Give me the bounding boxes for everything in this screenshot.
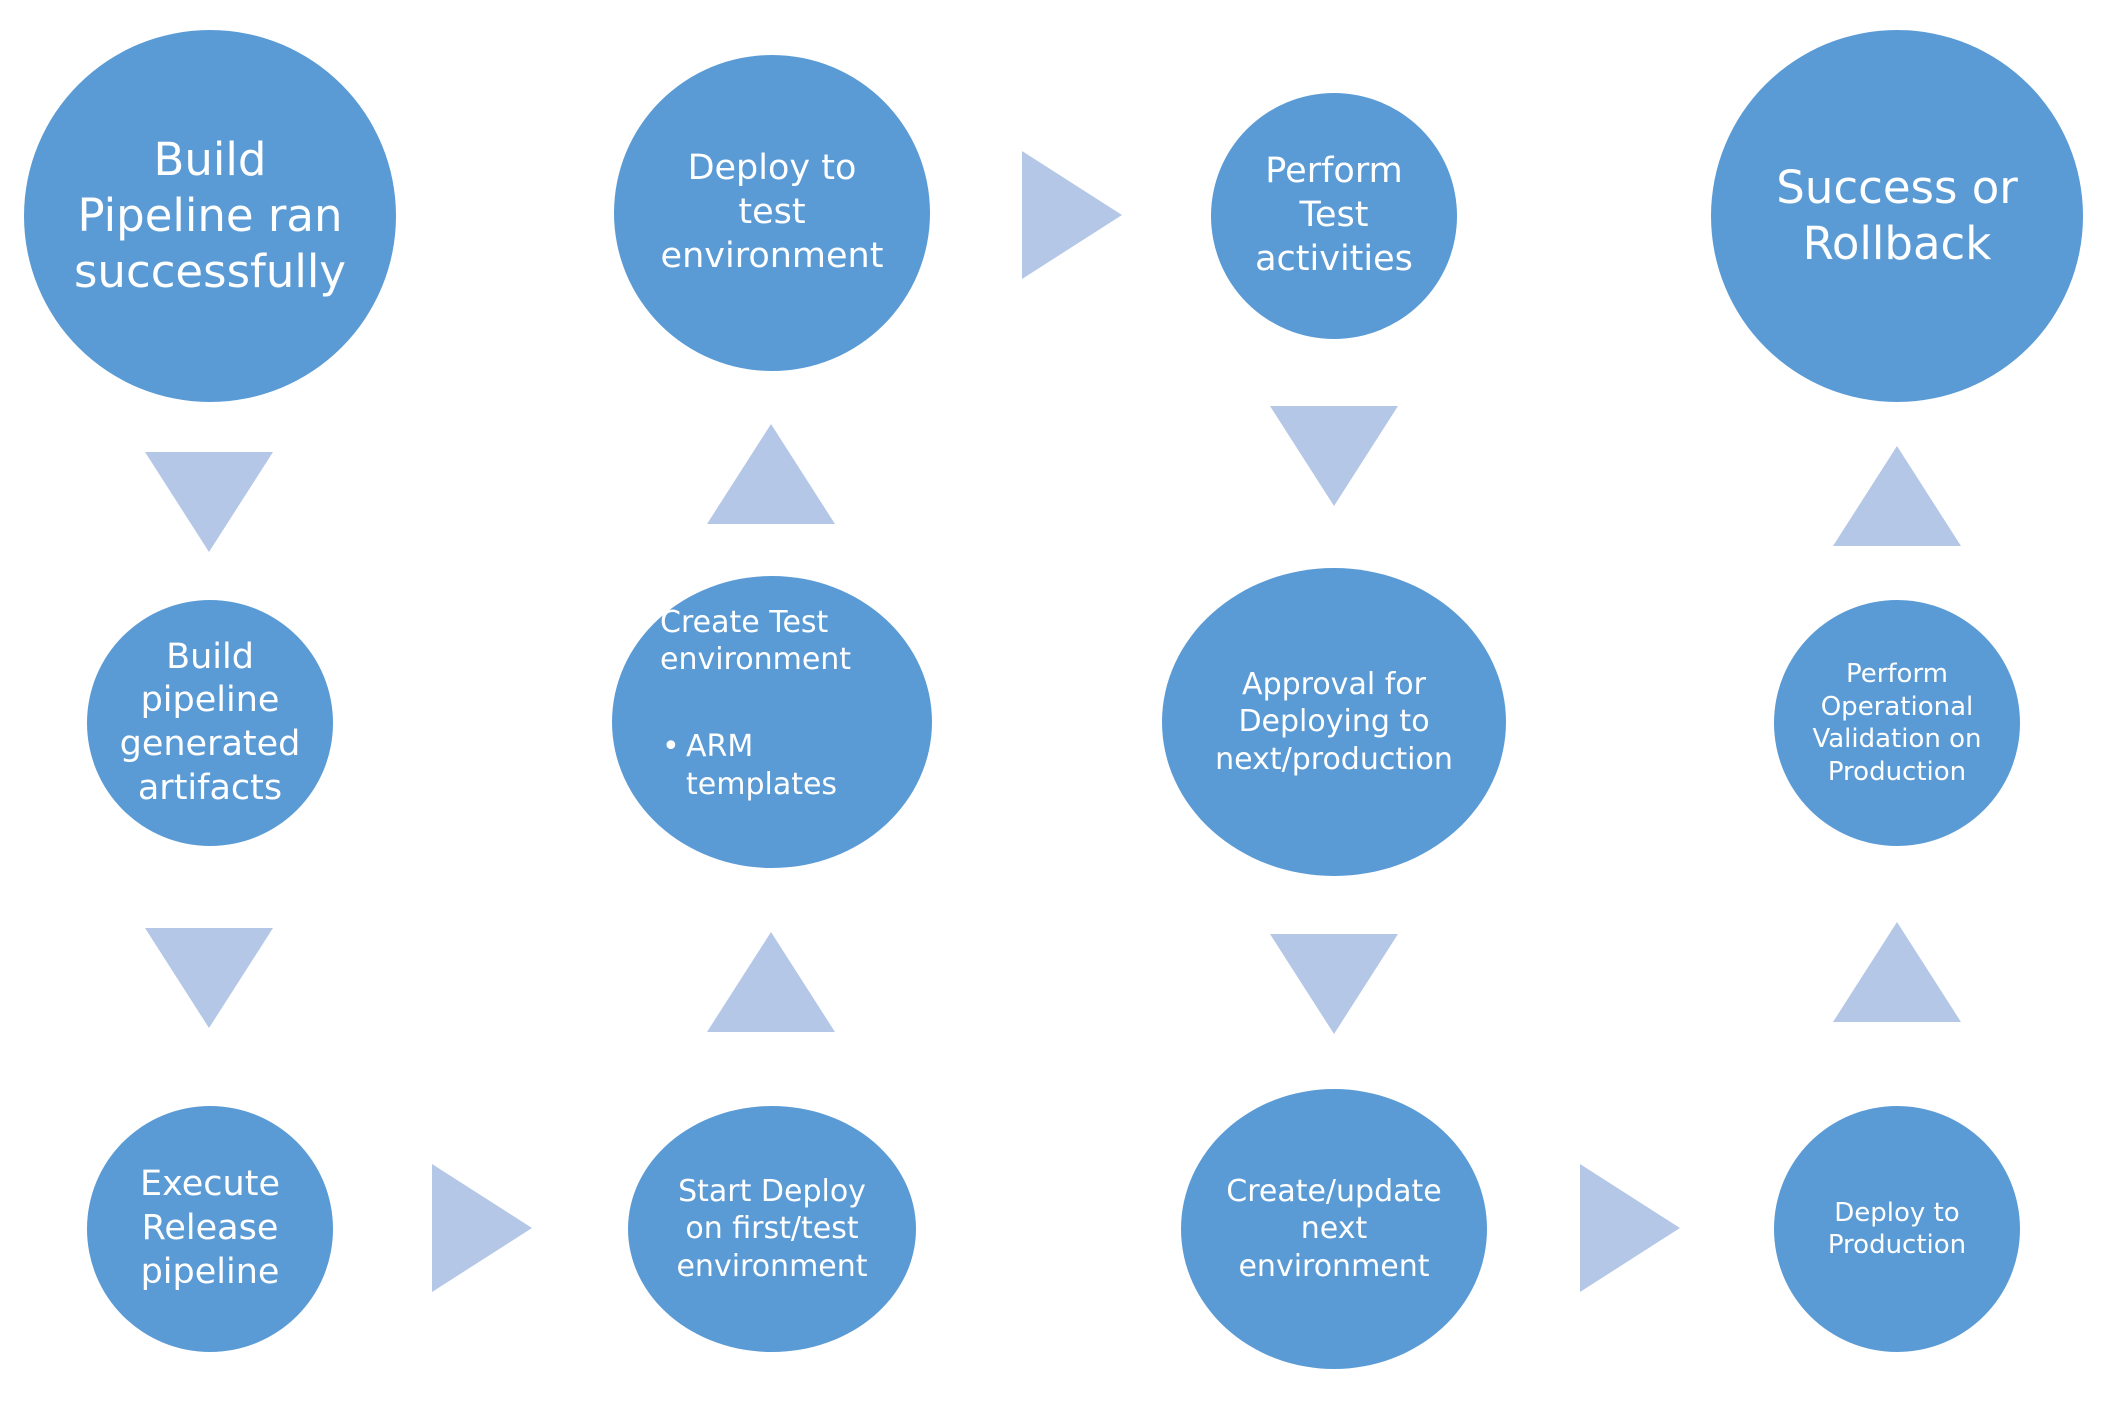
arrow-right-2	[1022, 151, 1122, 279]
node-deploy-production: Deploy to Production	[1774, 1106, 2020, 1352]
arrow-down-4	[1270, 934, 1398, 1034]
arrow-up-3	[1833, 922, 1961, 1022]
node-approval: Approval for Deploying to next/productio…	[1162, 568, 1506, 876]
node-deploy-test-env: Deploy to test environment	[614, 55, 930, 371]
arrow-up-1	[707, 932, 835, 1032]
arrow-up-2	[707, 424, 835, 524]
node-create-test-env: Create Test environment ARM templates	[612, 576, 932, 868]
bullet-arm-templates: ARM templates	[662, 728, 837, 803]
arrow-down-1	[145, 452, 273, 552]
node-create-update-env: Create/update next environment	[1181, 1089, 1487, 1369]
arrow-right-3	[1580, 1164, 1680, 1292]
create-test-env-label: Create Test environment	[660, 604, 852, 678]
arrow-down-3	[1270, 406, 1398, 506]
node-perform-test: Perform Test activities	[1211, 93, 1457, 339]
node-execute-release: Execute Release pipeline	[87, 1106, 333, 1352]
arrow-up-4	[1833, 446, 1961, 546]
arrow-right-1	[432, 1164, 532, 1292]
create-test-env-bullets: ARM templates	[660, 691, 837, 841]
node-success-rollback: Success or Rollback	[1711, 30, 2083, 402]
node-build-artifacts: Build pipeline generated artifacts	[87, 600, 333, 846]
node-start-deploy: Start Deploy on first/test environment	[628, 1106, 916, 1352]
node-operational-validation: Perform Operational Validation on Produc…	[1774, 600, 2020, 846]
node-build-pipeline-ran: Build Pipeline ran successfully	[24, 30, 396, 402]
arrow-down-2	[145, 928, 273, 1028]
